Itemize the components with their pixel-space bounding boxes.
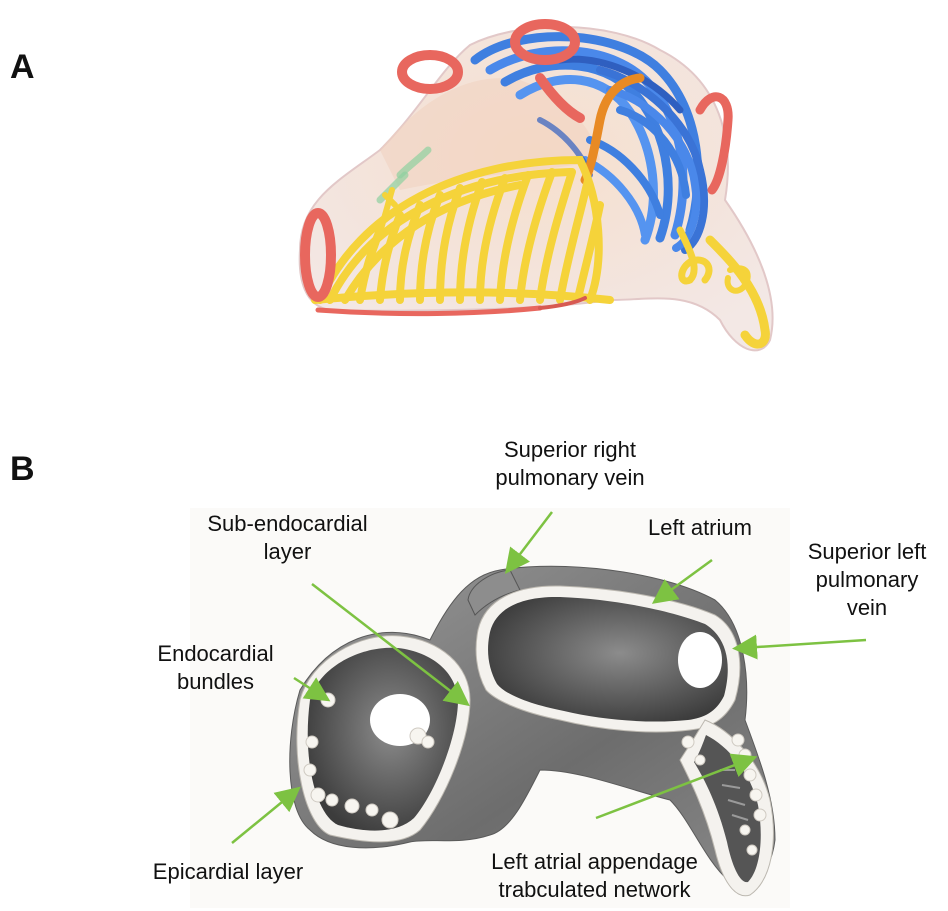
panel-a-fiber-model: [300, 24, 773, 350]
label-superior-right-pv-line2: pulmonary vein: [470, 464, 670, 492]
label-sub-endocardial: Sub-endocardial layer: [200, 510, 375, 566]
label-endocardial-bundles-line2: bundles: [138, 668, 293, 696]
label-superior-left-pv-line1: Superior left: [787, 538, 947, 566]
label-epicardial-layer-line1: Epicardial layer: [128, 858, 328, 886]
label-superior-right-pv: Superior right pulmonary vein: [470, 436, 670, 492]
label-left-atrium-line1: Left atrium: [625, 514, 775, 542]
label-sub-endocardial-line2: layer: [200, 538, 375, 566]
label-endocardial-bundles: Endocardial bundles: [138, 640, 293, 696]
label-superior-left-pv-line2: pulmonary: [787, 566, 947, 594]
label-laa-network-line2: trabculated network: [462, 876, 727, 904]
label-superior-left-pv-line3: vein: [787, 594, 947, 622]
label-epicardial-layer: Epicardial layer: [128, 858, 328, 886]
label-sub-endocardial-line1: Sub-endocardial: [200, 510, 375, 538]
label-laa-network-line1: Left atrial appendage: [462, 848, 727, 876]
label-superior-left-pv: Superior left pulmonary vein: [787, 538, 947, 622]
label-superior-right-pv-line1: Superior right: [470, 436, 670, 464]
label-laa-network: Left atrial appendage trabculated networ…: [462, 848, 727, 904]
label-endocardial-bundles-line1: Endocardial: [138, 640, 293, 668]
label-left-atrium: Left atrium: [625, 514, 775, 542]
left-pv-opening: [678, 632, 722, 688]
